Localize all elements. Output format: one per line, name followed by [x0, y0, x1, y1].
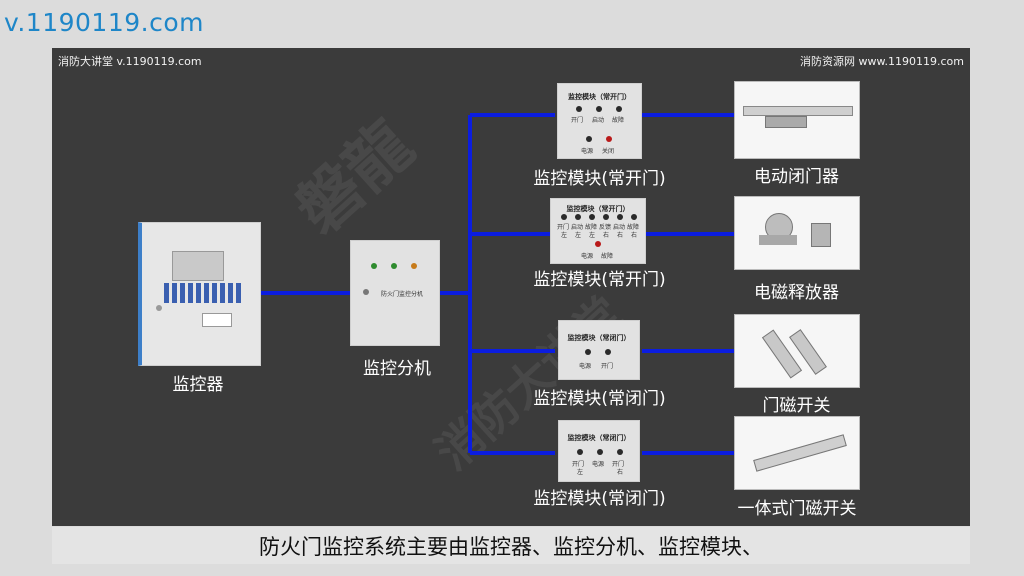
module-2-label: 故障: [585, 224, 598, 231]
module-3-label-b: 开门: [601, 363, 614, 370]
module-2-panel: 监控模块（常开门） 开门 启动 故障 反馈 启动 故障 左 左 左 右 右 右 …: [550, 198, 646, 264]
module-led-icon: [585, 349, 591, 355]
module-2-label: 监控模块(常开门): [533, 270, 666, 290]
controller-printer: [202, 313, 232, 327]
corner-right-text: 消防资源网 www.1190119.com: [800, 55, 964, 68]
module-2-label: 电源: [581, 253, 594, 260]
module-2-label: 启动: [613, 224, 626, 231]
wiring: [258, 113, 734, 455]
subunit-lock-icon: [363, 289, 369, 295]
module-led-icon: [561, 214, 567, 220]
module-4-label: 开门: [572, 461, 585, 468]
module-led-icon: [596, 106, 602, 112]
module-led-icon: [617, 214, 623, 220]
module-2-label: 反馈: [599, 224, 612, 231]
module-1-panel: 监控模块（常开门） 开门 启动 故障 电源 关闭: [557, 83, 642, 159]
module-led-icon: [576, 106, 582, 112]
module-led-icon: [597, 449, 603, 455]
module-led-icon: [616, 106, 622, 112]
electromagnetic-holder-image: [734, 196, 860, 270]
module-led-icon: [603, 214, 609, 220]
module-4-panel: 监控模块（常闭门） 开门 电源 开门 左 右: [558, 420, 640, 482]
device-1-label: 电动闭门器: [754, 167, 839, 187]
device-4-label: 一体式门磁开关: [737, 499, 857, 519]
module-1-label: 监控模块(常开门): [533, 169, 666, 189]
module-2-label: 故障: [601, 253, 614, 260]
module-3-panel: 监控模块（常闭门） 电源 开门: [558, 320, 640, 380]
module-4-label: 右: [617, 469, 624, 476]
module-4-label: 电源: [592, 461, 605, 468]
module-3-label-a: 电源: [579, 363, 592, 370]
module-2-label: 左: [561, 232, 568, 239]
caption-bar: 防火门监控系统主要由监控器、监控分机、监控模块、: [52, 527, 970, 564]
door-magnetic-switch-image: [734, 314, 860, 388]
controller-keypad: [164, 283, 242, 303]
module-3-title: 监控模块（常闭门）: [567, 334, 631, 342]
module-led-icon: [617, 449, 623, 455]
module-1-label-c: 故障: [612, 117, 625, 124]
module-1-label-d: 电源: [581, 148, 594, 155]
module-1-label-a: 开门: [571, 117, 584, 124]
module-2-label: 右: [617, 232, 624, 239]
subunit-led-icon: [411, 263, 417, 269]
controller-screen: [172, 251, 224, 281]
subunit-cabinet: 防火门监控分机: [350, 240, 440, 346]
module-2-label: 故障: [627, 224, 640, 231]
controller-lock-icon: [156, 305, 162, 311]
module-2-label: 启动: [571, 224, 584, 231]
module-1-title: 监控模块（常开门）: [568, 93, 631, 101]
module-2-label: 右: [631, 232, 638, 239]
module-3-label: 监控模块(常闭门): [533, 389, 666, 409]
module-2-label: 左: [575, 232, 582, 239]
device-2-label: 电磁释放器: [754, 283, 839, 303]
module-led-icon: [589, 214, 595, 220]
door-closer-image: [734, 81, 860, 159]
integrated-magnetic-switch-image: [734, 416, 860, 490]
controller-label: 监控器: [172, 375, 224, 395]
module-led-icon: [577, 449, 583, 455]
device-3-label: 门磁开关: [762, 396, 831, 416]
module-1-label-b: 启动: [592, 117, 605, 124]
module-2-label: 左: [589, 232, 596, 239]
diagram-board: 消防大讲堂 v.1190119.com 消防资源网 www.1190119.co…: [52, 48, 970, 526]
subunit-led-icon: [391, 263, 397, 269]
module-2-label: 右: [603, 232, 610, 239]
module-4-label: 监控模块(常闭门): [533, 489, 666, 509]
module-led-icon: [586, 136, 592, 142]
subunit-led-icon: [371, 263, 377, 269]
corner-left-text: 消防大讲堂 v.1190119.com: [58, 55, 202, 68]
module-2-title: 监控模块（常开门）: [566, 205, 630, 213]
module-2-label: 开门: [557, 224, 570, 231]
module-led-icon: [575, 214, 581, 220]
module-4-title: 监控模块（常闭门）: [567, 434, 631, 442]
module-1-label-e: 关闭: [602, 148, 615, 155]
subunit-label: 监控分机: [363, 359, 431, 379]
top-watermark: v.1190119.com: [4, 8, 204, 37]
module-led-icon: [631, 214, 637, 220]
module-led-red-icon: [595, 241, 601, 247]
module-4-label: 开门: [612, 461, 625, 468]
subunit-panel-text: 防火门监控分机: [381, 291, 424, 298]
module-led-icon: [605, 349, 611, 355]
module-led-red-icon: [606, 136, 612, 142]
module-4-label: 左: [577, 469, 584, 476]
controller-cabinet: [138, 222, 261, 366]
